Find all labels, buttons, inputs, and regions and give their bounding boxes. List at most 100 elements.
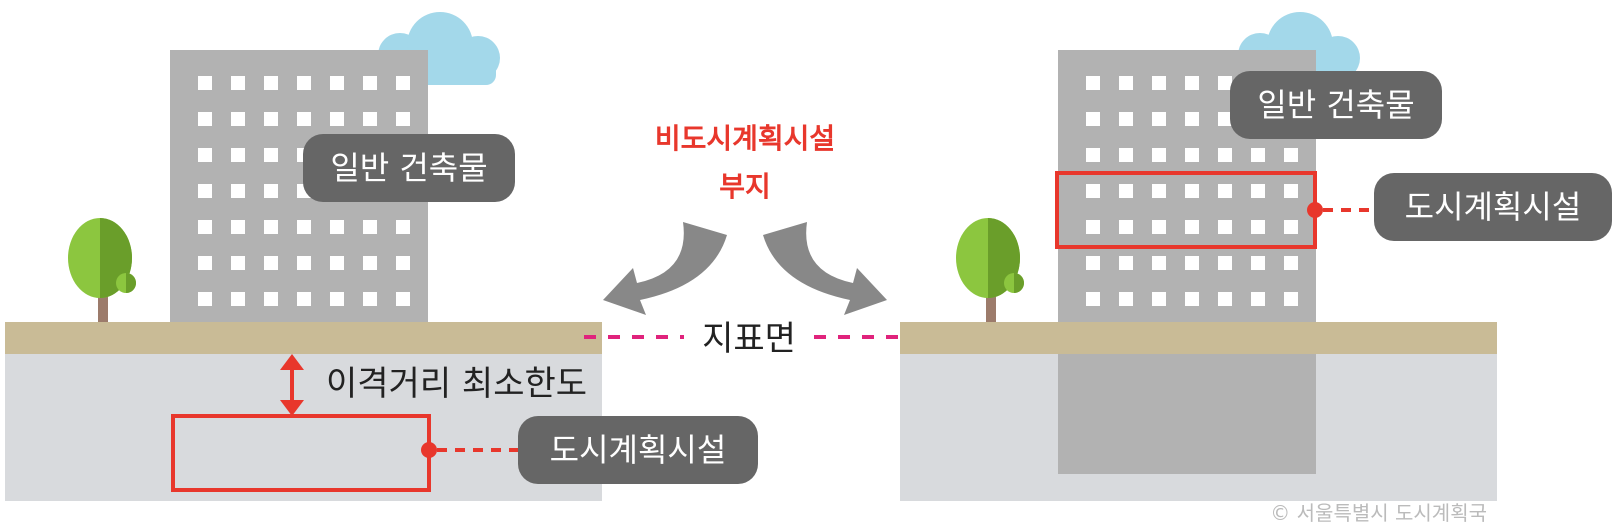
building-window	[1185, 184, 1199, 198]
building-window	[1086, 256, 1100, 270]
building-window	[1086, 148, 1100, 162]
left-building-label: 일반 건축물	[303, 134, 515, 202]
curved-arrow-left-icon	[603, 222, 727, 315]
building-window	[1119, 184, 1133, 198]
building-window	[363, 112, 377, 126]
building-window	[1284, 220, 1298, 234]
building-window	[330, 220, 344, 234]
building-window	[1218, 184, 1232, 198]
building-window	[1284, 184, 1298, 198]
building-window	[1152, 184, 1166, 198]
building-window	[396, 256, 410, 270]
building-window	[363, 256, 377, 270]
building-window	[198, 76, 212, 90]
building-window	[1119, 256, 1133, 270]
site-label-line1: 비도시계획시설	[655, 122, 835, 155]
building-window	[1218, 256, 1232, 270]
center-annotation: 비도시계획시설 부지 지표면	[584, 122, 910, 359]
copyright-text: © 서울특별시 도시계획국	[1270, 501, 1487, 525]
building-window	[1152, 256, 1166, 270]
building-window	[1119, 112, 1133, 126]
building-window	[231, 220, 245, 234]
building-window	[1119, 148, 1133, 162]
distance-arrow-icon	[280, 354, 304, 416]
building-window	[198, 112, 212, 126]
right-building-label-text: 일반 건축물	[1257, 86, 1414, 124]
building-window	[1284, 148, 1298, 162]
building-window	[231, 292, 245, 306]
building-window	[1218, 292, 1232, 306]
building-window	[1086, 184, 1100, 198]
building-window	[1086, 112, 1100, 126]
building-window	[264, 256, 278, 270]
building-window	[231, 112, 245, 126]
left-facility-label-text: 도시계획시설	[550, 431, 727, 469]
building-window	[264, 292, 278, 306]
building-window	[330, 256, 344, 270]
building-window	[1086, 76, 1100, 90]
building-window	[264, 184, 278, 198]
left-building-label-text: 일반 건축물	[330, 149, 487, 187]
building-window	[330, 112, 344, 126]
building-window	[1251, 184, 1265, 198]
building-window	[396, 112, 410, 126]
building-window	[1185, 220, 1199, 234]
building-window	[1152, 76, 1166, 90]
building-window	[264, 148, 278, 162]
distance-label: 이격거리 최소한도	[326, 364, 587, 404]
building-window	[1152, 112, 1166, 126]
building-window	[1251, 256, 1265, 270]
building-window	[297, 112, 311, 126]
building-window	[396, 292, 410, 306]
building-window	[1185, 148, 1199, 162]
building-window	[1284, 256, 1298, 270]
building-window	[198, 292, 212, 306]
building-window	[1218, 112, 1232, 126]
site-label-line2: 부지	[719, 170, 771, 203]
right-basement	[1058, 344, 1316, 474]
building-window	[1218, 220, 1232, 234]
building-window	[330, 76, 344, 90]
building-window	[264, 76, 278, 90]
building-window	[1185, 292, 1199, 306]
building-window	[1185, 76, 1199, 90]
building-window	[231, 184, 245, 198]
building-window	[1152, 148, 1166, 162]
building-window	[264, 220, 278, 234]
building-window	[231, 256, 245, 270]
building-window	[1152, 220, 1166, 234]
building-window	[297, 292, 311, 306]
building-window	[1119, 220, 1133, 234]
building-window	[297, 76, 311, 90]
right-facility-label: 도시계획시설	[1374, 173, 1612, 241]
building-window	[1251, 292, 1265, 306]
building-window	[297, 220, 311, 234]
right-ground-layer	[900, 322, 1497, 354]
building-window	[231, 148, 245, 162]
building-window	[198, 220, 212, 234]
right-building-label: 일반 건축물	[1230, 71, 1442, 139]
building-window	[396, 76, 410, 90]
building-window	[1218, 76, 1232, 90]
right-scene: 일반 건축물 도시계획시설	[900, 12, 1612, 501]
building-window	[264, 112, 278, 126]
building-window	[297, 256, 311, 270]
building-window	[363, 220, 377, 234]
building-window	[198, 256, 212, 270]
left-facility-label: 도시계획시설	[518, 416, 758, 484]
right-facility-connector-dot	[1307, 202, 1323, 218]
building-window	[1119, 76, 1133, 90]
left-facility-connector-dot	[421, 442, 437, 458]
building-window	[1119, 292, 1133, 306]
building-window	[1086, 220, 1100, 234]
building-window	[1185, 112, 1199, 126]
building-window	[1086, 292, 1100, 306]
left-ground-layer	[5, 322, 602, 354]
building-window	[1251, 148, 1265, 162]
left-tree-icon	[68, 218, 136, 322]
building-window	[198, 148, 212, 162]
building-window	[1251, 220, 1265, 234]
building-window	[330, 292, 344, 306]
left-underground	[5, 344, 602, 501]
